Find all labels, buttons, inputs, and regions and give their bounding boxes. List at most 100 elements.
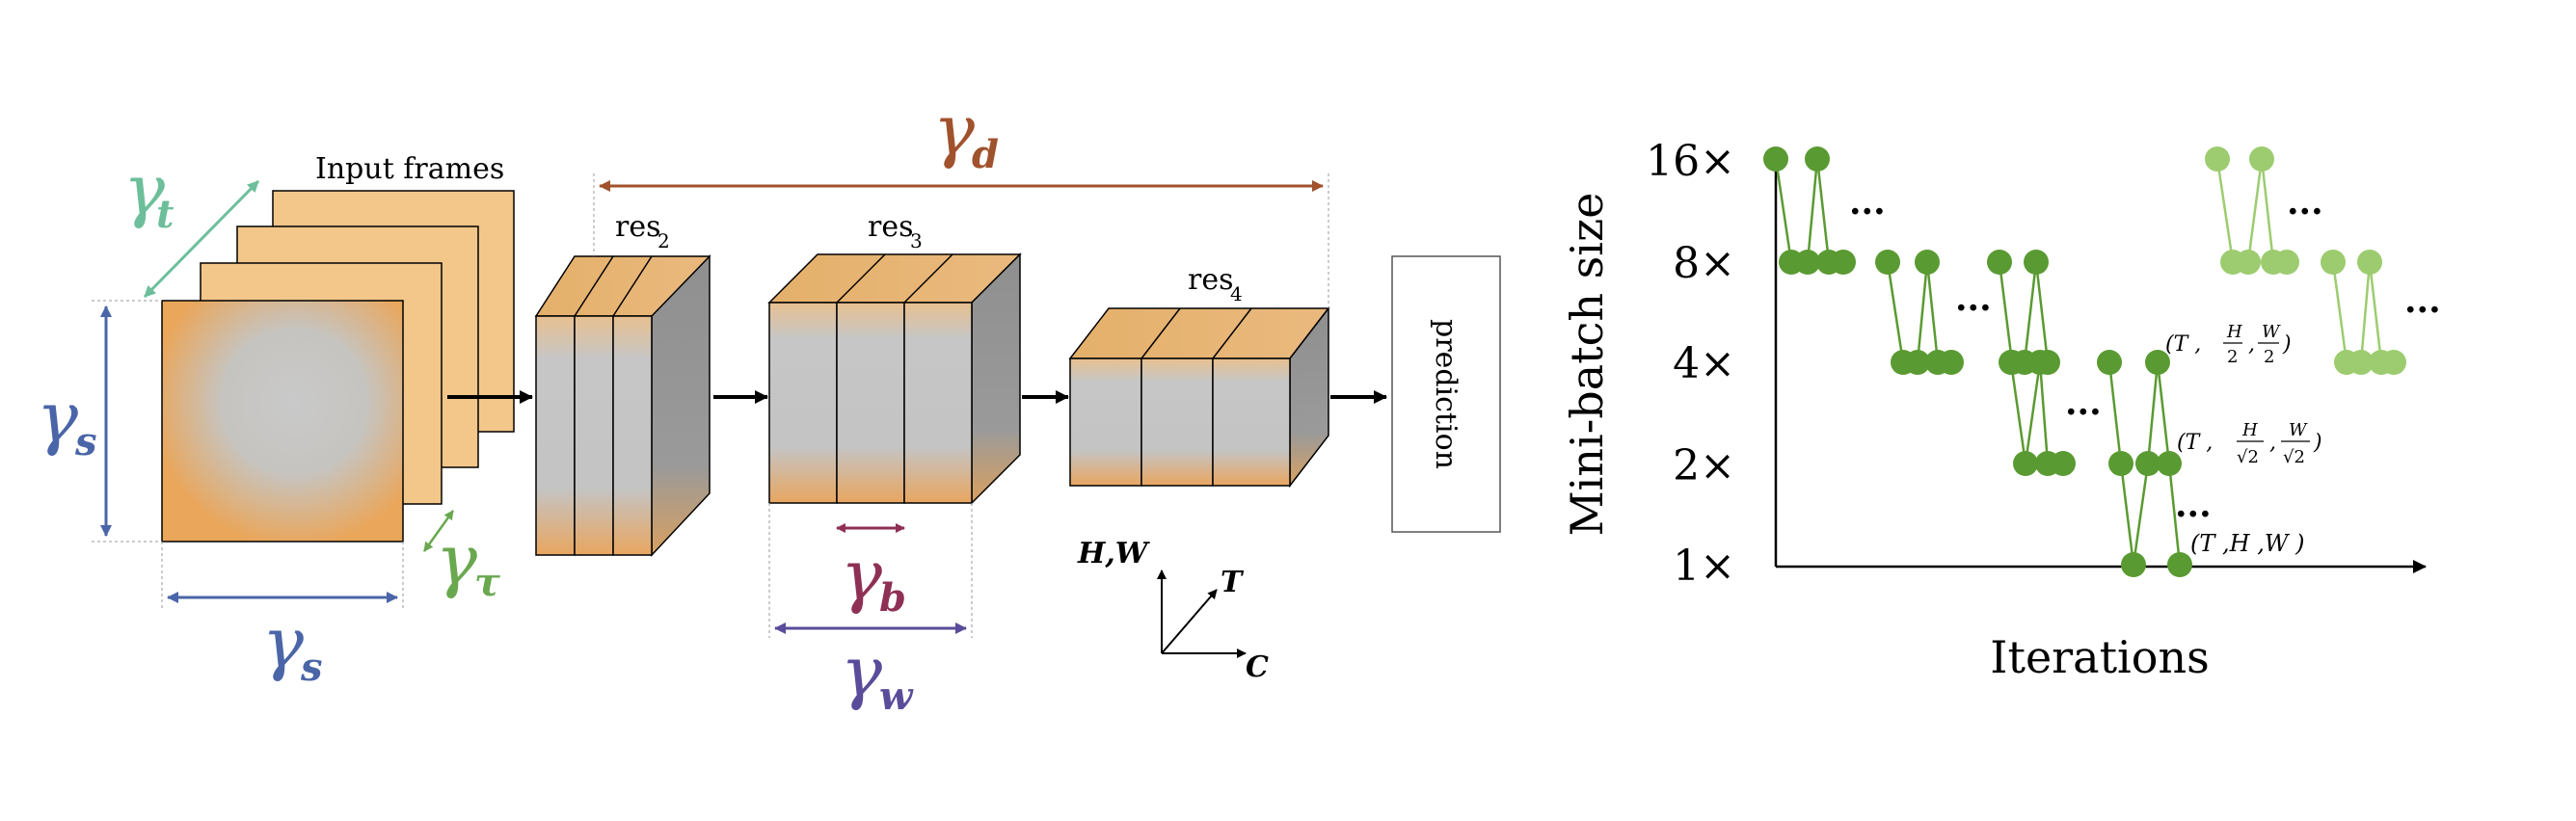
- series-8x-4x-b-line: [1998, 261, 2050, 364]
- annotation-4x-w-den: 2: [2264, 347, 2274, 367]
- ellipsis-1: ...: [1849, 182, 1886, 223]
- gamma-s-h-subscript: s: [300, 645, 323, 690]
- input-frames-label: Input frames: [315, 152, 504, 186]
- series-4x-1x-point-1: [2108, 451, 2133, 476]
- series-8x-4x: [1875, 250, 1964, 375]
- annotation-4x: (T , H 2 , W 2 ): [2165, 322, 2292, 367]
- annotation-1x: (T ,H ,W ): [2190, 530, 2304, 557]
- axis-t-label: T: [1221, 566, 1245, 599]
- annotation-2x: (T , H √2 , W √2 ): [2177, 420, 2322, 467]
- ellipsis-6: ...: [2404, 280, 2441, 321]
- ellipsis-2: ...: [1955, 278, 1992, 319]
- annotation-4x-close: ): [2282, 332, 2292, 357]
- gamma-b-subscript: b: [879, 575, 906, 621]
- prediction-label: prediction: [1429, 319, 1462, 469]
- res3-slice-2: [836, 302, 905, 504]
- series-4x-1x-point-5: [2157, 451, 2182, 476]
- series-16x-8x-late-point-2: [2236, 250, 2261, 275]
- series-8x-4x-late-point-0: [2321, 250, 2346, 275]
- series-8x-4x-b-point-3: [2024, 250, 2049, 275]
- res2-divider-top-2: [574, 255, 614, 317]
- series-4x-1x-point-4: [2145, 350, 2170, 375]
- series-8x-4x-late-point-3: [2357, 250, 2382, 275]
- res3-slice-3: [903, 302, 973, 504]
- series-16x-8x-line: [1774, 158, 1843, 264]
- gamma-t-arrow: [143, 179, 260, 299]
- axis-c-label: C: [1246, 650, 1269, 684]
- ellipsis-3: ...: [2065, 383, 2102, 423]
- series-4x-1x-point-3: [2135, 451, 2160, 476]
- series-16x-8x-point-0: [1763, 146, 1788, 172]
- prediction-box: [1391, 255, 1501, 533]
- y-tick-16x: 16×: [1646, 137, 1735, 186]
- res4-label: res 4: [1188, 263, 1243, 305]
- res2-slice-3: [612, 315, 653, 556]
- res2-sub: 2: [657, 229, 670, 252]
- gamma-b-label: γ b: [841, 535, 906, 621]
- y-tick-labels: 16× 8× 4× 2× 1×: [1646, 137, 1735, 591]
- series-4x-2x-point-4: [2051, 451, 2076, 476]
- res2-slice-1: [535, 315, 576, 556]
- series-4x-2x-point-1: [2013, 451, 2038, 476]
- series-4x-2x-point-0: [1999, 350, 2024, 375]
- gamma-w-symbol: γ: [841, 631, 883, 712]
- gamma-tau-subscript: τ: [474, 560, 500, 605]
- gamma-d-symbol: γ: [933, 90, 976, 171]
- axes-3d: H,W T C: [1077, 537, 1269, 684]
- series-16x-8x-late-point-0: [2205, 146, 2230, 172]
- gamma-s-horizontal-label: γ s: [262, 602, 323, 690]
- minibatch-chart: Mini-batch size Iterations 16× 8× 4× 2× …: [1561, 137, 2441, 683]
- annotation-4x-w-num: W: [2262, 322, 2281, 342]
- gamma-d-subscript: d: [972, 132, 999, 177]
- series-16x-8x: [1763, 146, 1856, 275]
- annotation-2x-open: (T ,: [2177, 431, 2213, 455]
- series-16x-8x-late: [2205, 146, 2299, 275]
- gamma-tau-symbol: γ: [436, 519, 478, 600]
- annotation-2x-h-num: H: [2241, 420, 2258, 440]
- gamma-t-label: γ t: [123, 149, 174, 237]
- res3-slice-1: [768, 302, 838, 504]
- series-8x-4x-point-2: [1905, 350, 1930, 375]
- series-8x-4x-late: [2321, 250, 2406, 375]
- res2-slice-2: [574, 315, 614, 556]
- res3-sub: 3: [910, 229, 923, 252]
- series-8x-4x-late-line: [2331, 261, 2394, 364]
- series-16x-8x-point-3: [1805, 146, 1830, 172]
- series-layer: [1763, 146, 2406, 577]
- axis-t: [1161, 589, 1218, 654]
- series-8x-4x-b-point-0: [1987, 250, 2012, 275]
- gamma-s-v-subscript: s: [74, 419, 97, 464]
- series-8x-4x-late-point-5: [2381, 350, 2406, 375]
- series-16x-8x-late-point-5: [2274, 250, 2299, 275]
- series-8x-4x-late-point-2: [2348, 350, 2374, 375]
- res3-block: [767, 252, 1022, 505]
- series-8x-4x-point-3: [1915, 250, 1940, 275]
- gamma-s-vertical-label: γ s: [37, 377, 97, 464]
- chart-ellipses: ... ... ... ... ... ...: [1849, 182, 2441, 525]
- annotation-2x-w-den: √2: [2283, 447, 2305, 467]
- axis-hw-label: H,W: [1077, 537, 1151, 570]
- gamma-t-symbol: γ: [123, 149, 166, 230]
- gamma-tau-label: γ τ: [436, 519, 500, 605]
- series-8x-4x-point-0: [1875, 250, 1900, 275]
- annotation-4x-h-den: 2: [2227, 347, 2238, 367]
- network-diagram: Input frames γ t γ s γ s γ τ: [37, 90, 1501, 719]
- annotation-4x-open: (T ,: [2165, 332, 2201, 357]
- series-4x-2x-line: [2009, 361, 2063, 465]
- annotation-2x-close: ): [2313, 431, 2322, 455]
- annotation-4x-comma: ,: [2248, 332, 2255, 357]
- series-4x-1x-point-0: [2097, 350, 2122, 375]
- series-16x-8x-point-2: [1795, 250, 1820, 275]
- series-16x-8x-late-line: [2215, 158, 2287, 264]
- series-4x-2x-point-2: [2027, 350, 2053, 375]
- res4-sub: 4: [1230, 282, 1243, 305]
- gamma-t-subscript: t: [156, 192, 174, 237]
- y-tick-4x: 4×: [1673, 339, 1735, 388]
- series-4x-2x: [1999, 350, 2076, 476]
- series-4x-1x: [2097, 350, 2192, 577]
- series-8x-4x-point-5: [1939, 350, 1964, 375]
- series-16x-8x-late-point-3: [2249, 146, 2274, 172]
- y-tick-8x: 8×: [1673, 239, 1735, 288]
- res4-text: res: [1188, 263, 1234, 297]
- chart-xlabel: Iterations: [1990, 631, 2209, 683]
